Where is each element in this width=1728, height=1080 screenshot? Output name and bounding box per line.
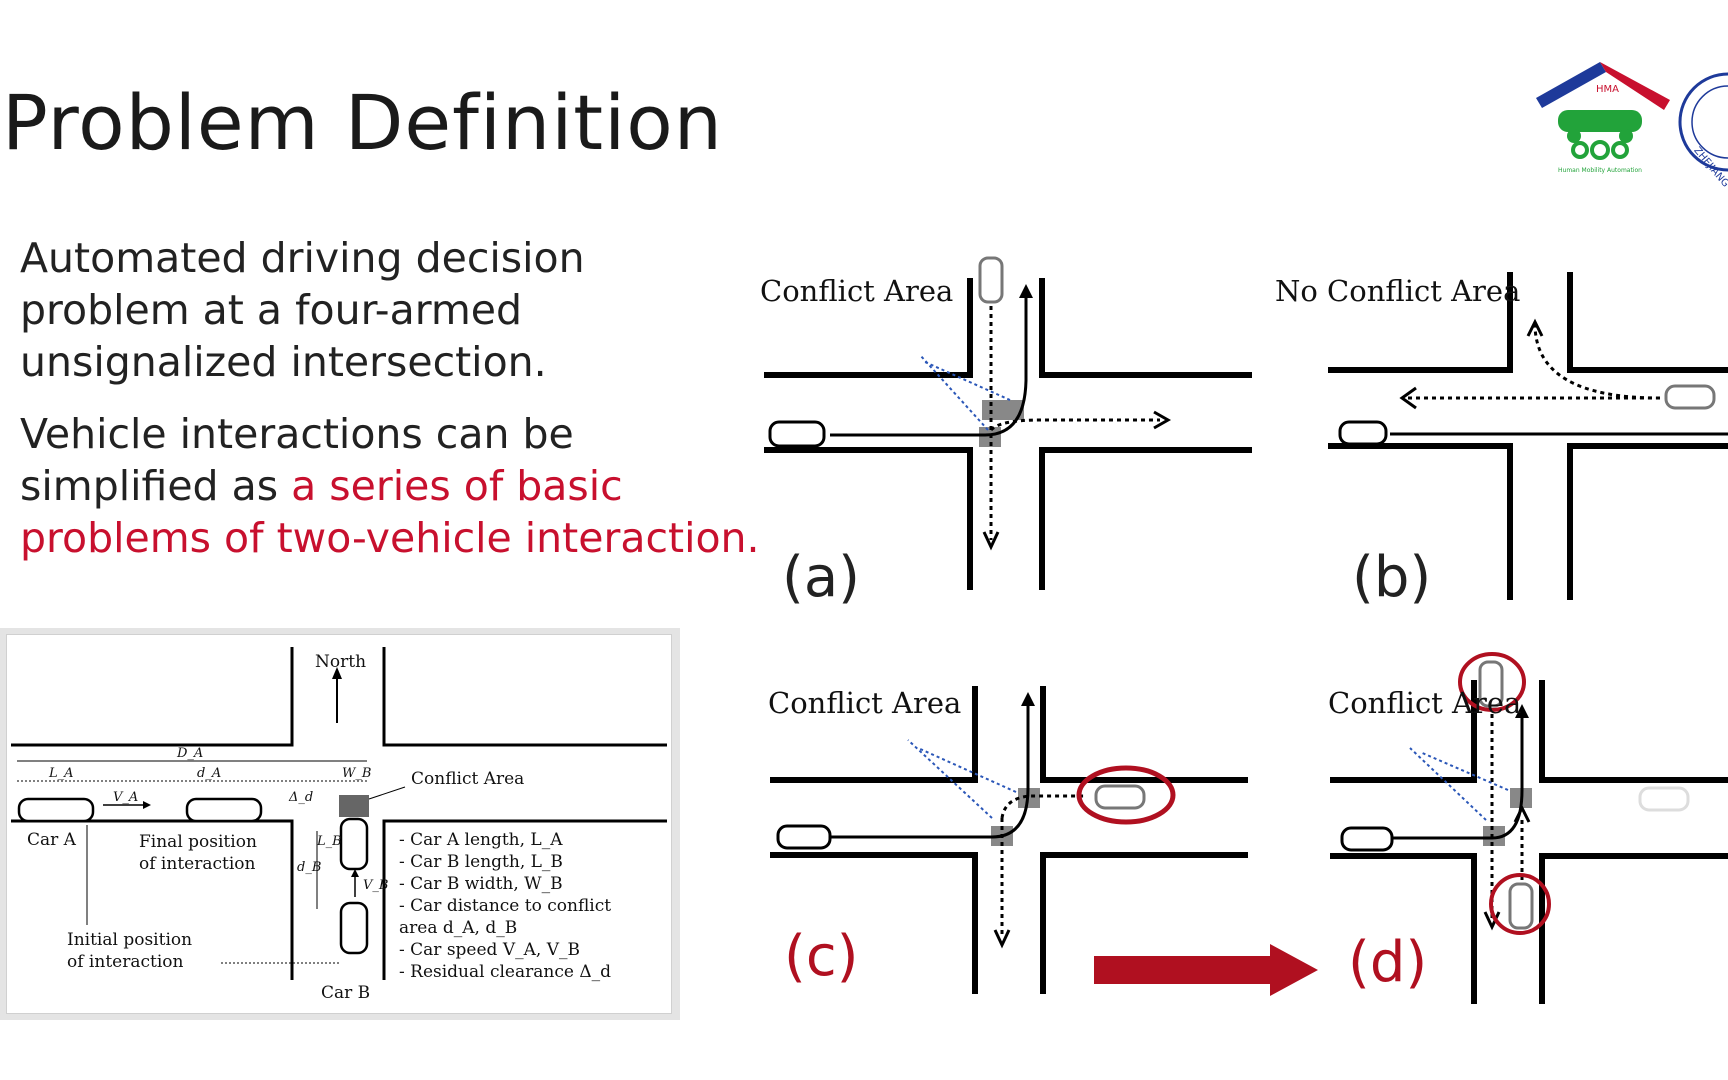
interaction-line: Vehicle interactions can be [20,410,574,458]
progression-arrow-icon [1090,940,1330,1000]
slide-title: Problem Definition [2,78,723,167]
svg-text:ZHEJIANG: ZHEJIANG [1691,145,1728,188]
svg-text:of interaction: of interaction [139,854,255,874]
panel-d-label: Conflict Area [1328,686,1522,720]
panel-c-diagram [760,668,1260,1008]
intro-line: Automated driving decision [20,234,585,282]
panel-a-label: Conflict Area [760,274,954,308]
svg-text:V_A: V_A [113,790,138,805]
panel-d-letter: (d) [1348,930,1428,995]
svg-text:- Residual clearance Δ_d: - Residual clearance Δ_d [399,962,611,982]
intro-line: problem at a four-armed [20,286,523,334]
panel-c-letter: (c) [784,924,859,989]
parameter-figure: North D_A L_A d_A W_B V_A Δ_d Conflict A… [0,628,680,1020]
svg-text:Car B: Car B [321,983,370,1003]
intro-line: unsignalized intersection. [20,338,547,386]
svg-text:Human Mobility Automation: Human Mobility Automation [1558,167,1642,174]
highlight-text: problems of two-vehicle interaction. [20,514,760,562]
svg-text:- Car distance to conflict: - Car distance to conflict [399,896,611,916]
svg-text:of interaction: of interaction [67,952,183,972]
svg-text:North: North [315,652,366,672]
hma-logo-icon: HMA Human Mobility Automation [1536,62,1670,174]
svg-text:HMA: HMA [1596,84,1619,95]
panel-d-diagram [1320,650,1728,1012]
svg-text:V_B: V_B [363,878,388,893]
svg-text:L_B: L_B [316,834,342,849]
panel-a-letter: (a) [782,545,861,610]
svg-text:W_B: W_B [342,766,371,781]
highlight-ellipse [1489,873,1551,935]
svg-text:D_A: D_A [176,746,203,761]
highlight-ellipse [1076,765,1176,825]
svg-text:- Car speed V_A, V_B: - Car speed V_A, V_B [399,940,580,960]
panel-a-diagram [760,250,1260,610]
svg-text:- Car B width, W_B: - Car B width, W_B [399,874,563,894]
svg-text:area d_A, d_B: area d_A, d_B [399,918,517,938]
svg-text:Car A: Car A [27,830,77,850]
university-seal-icon: ZHEJIANG [1678,72,1728,190]
svg-text:Initial position: Initial position [67,930,192,950]
highlight-ellipse [1458,652,1526,712]
svg-text:- Car A length, L_A: - Car A length, L_A [399,830,563,850]
intro-paragraph: Automated driving decision problem at a … [20,232,585,388]
university-logo: HMA Human Mobility Automation ZHEJIANG [1530,58,1728,190]
panel-c-label: Conflict Area [768,686,962,720]
interaction-paragraph: Vehicle interactions can be simplified a… [20,408,760,564]
svg-text:Δ_d: Δ_d [288,790,313,805]
svg-text:d_A: d_A [197,766,221,781]
svg-text:L_A: L_A [48,766,74,781]
panel-b-diagram [1320,250,1728,610]
svg-text:d_B: d_B [297,860,321,875]
panel-b-letter: (b) [1352,545,1432,610]
svg-text:Final position: Final position [139,832,257,852]
svg-text:Conflict Area: Conflict Area [411,769,524,789]
highlight-text: a series of basic [291,462,623,510]
interaction-line: simplified as a series of basic [20,462,623,510]
panel-b-label: No Conflict Area [1275,274,1521,308]
svg-text:- Car B length, L_B: - Car B length, L_B [399,852,563,872]
